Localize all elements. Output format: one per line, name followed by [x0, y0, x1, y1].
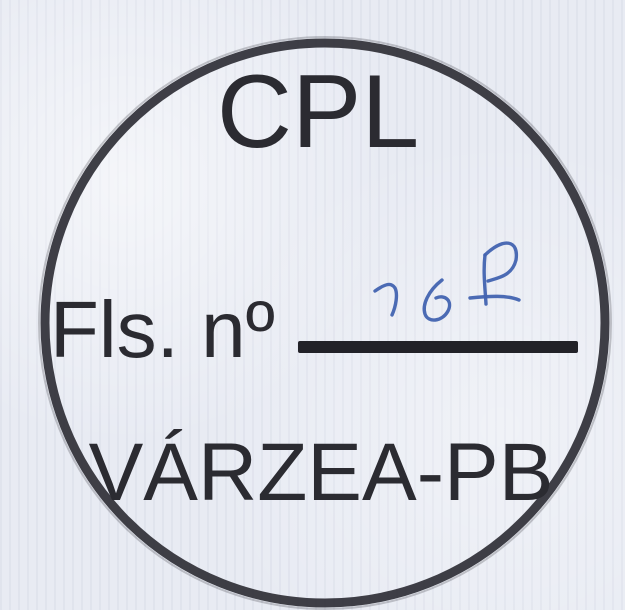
- stamp-bottom-text: VÁRZEA-PB: [89, 427, 554, 518]
- handwritten-page-number: 164: [367, 222, 547, 332]
- signature-line: [298, 341, 578, 353]
- stamp-ring-shadow: [38, 36, 612, 610]
- stamp-label: Fls. nº: [50, 285, 275, 374]
- handwritten-page-number-mark: [373, 241, 521, 322]
- stamp-top-text: CPL: [217, 54, 419, 170]
- stamp-outer-ring: [40, 38, 610, 608]
